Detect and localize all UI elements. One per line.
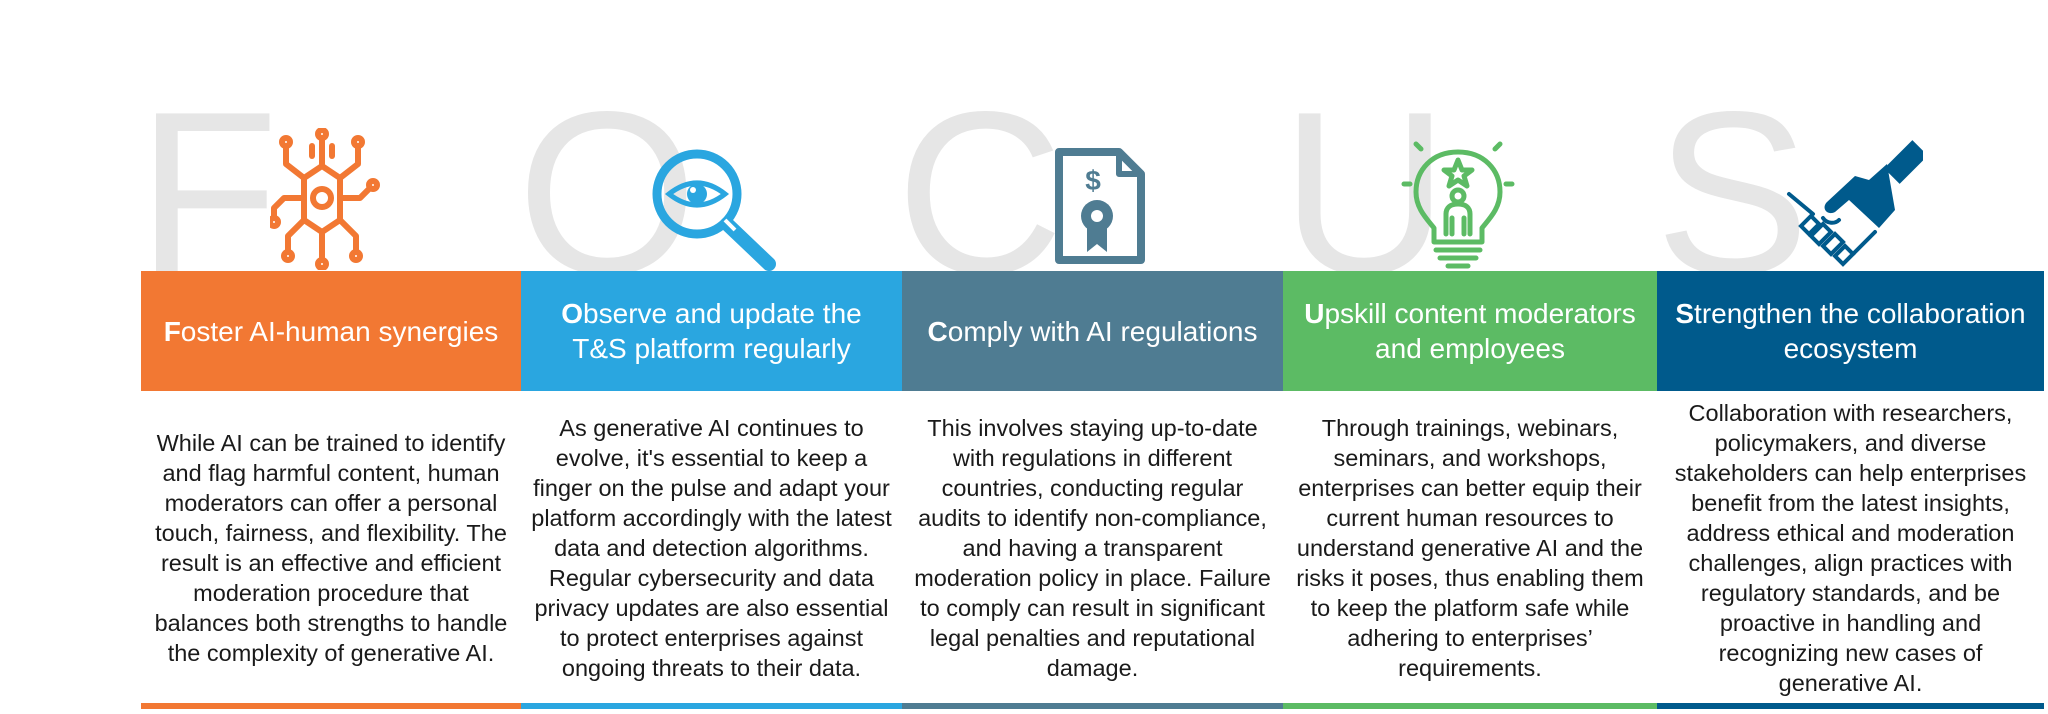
heading-text: bserve and update the T&S platform regul… [572,298,862,364]
pillar-header: Strengthen the collaboration ecosystem [1657,271,2044,391]
pillar-description: As generative AI continues to evolve, it… [531,415,892,681]
pillar-description: Collaboration with researchers, policyma… [1674,400,2027,696]
heading-initial: C [927,315,948,347]
pillar-strengthen: S Strengthen the collaboration ecosystem… [1655,0,2044,714]
pillar-foster: F Foster AI-human synergies While AI can… [137,0,521,714]
underline-bar [902,703,1283,709]
lightbulb-person-icon [1401,141,1515,269]
pillar-header: Upskill content moderators and employees [1283,271,1657,391]
pillar-header: Foster AI-human synergies [141,271,521,391]
pillar-description: While AI can be trained to identify and … [154,430,508,666]
heading-text: oster AI-human synergies [180,315,499,347]
pillar-description: Through trainings, webinars, seminars, a… [1296,415,1644,681]
certificate-document-icon: $ [1055,148,1145,264]
pillar-description: This involves staying up-to-date with re… [914,415,1271,681]
pillar-upskill: U Upskill content moderators and employe… [1281,0,1657,714]
pillar-header: Observe and update the T&S platform regu… [521,271,902,391]
handshake-icon [1787,140,1923,267]
ai-network-icon [270,128,380,270]
svg-text:$: $ [1085,165,1101,196]
watermark-letter-f: F [137,64,279,323]
heading-initial: O [561,298,584,329]
heading-text: pskill content moderators and employees [1324,298,1636,364]
underline-bar [1657,703,2044,709]
underline-bar [1283,703,1657,709]
heading-text: omply with AI regulations [947,315,1258,347]
pillar-observe: O Observe and update the T&S platform re… [517,0,902,714]
pillar-comply: C $ Comply with AI regulations This invo… [896,0,1283,714]
magnifier-eye-icon [652,149,776,271]
watermark-letter-c: C [896,64,1064,323]
watermark-letter-u: U [1281,64,1449,323]
heading-initial: U [1304,298,1325,329]
underline-bar [521,703,902,709]
underline-bar [141,703,521,709]
heading-text: trengthen the collaboration ecosystem [1694,298,2026,364]
heading-initial: F [163,315,181,347]
watermark-letter-s: S [1655,64,1810,323]
heading-initial: S [1675,298,1695,329]
pillar-header: Comply with AI regulations [902,271,1283,391]
